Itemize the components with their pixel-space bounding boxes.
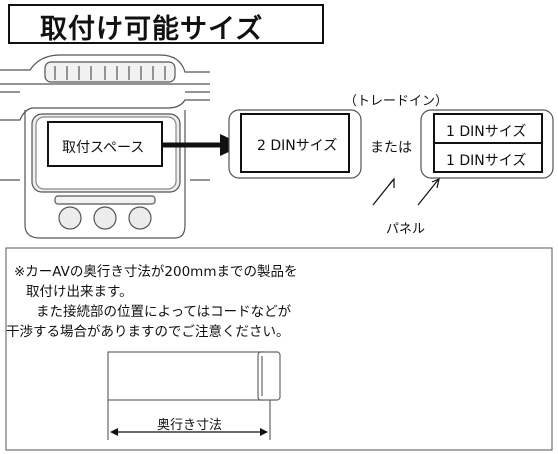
note-text: ※カーAVの奥行き寸法が200mmまでの製品を 取付け出来ます。 また接続部の位… [6,262,546,342]
or-label: または [370,140,412,156]
din1-label-bottom: 1 DINサイズ [446,153,527,169]
din2-box [240,113,350,173]
note-line-2: 取付け出来ます。 [26,284,133,300]
device-illustration [107,351,281,440]
trade-in-label: （トレードイン） [344,94,449,109]
depth-label: 奥行き寸法 [157,418,223,433]
din2-label: 2 DINサイズ [257,138,338,154]
arrow-left-icon [110,428,118,436]
title-box: 取付け可能サイズ [8,4,324,45]
panel-label: パネル [386,222,426,237]
note-box [5,247,553,451]
panel-pointer-right [417,179,439,206]
note-line-4: 干渉する場合がありますのでご注意ください。 [6,324,290,340]
arrow-right-icon [260,428,268,436]
note-line-3: また接続部の位置によってはコードなどが [36,304,292,320]
mount-space-label: 取付スペース [62,140,145,156]
note-line-1: ※カーAVの奥行き寸法が200mmまでの製品を [14,264,298,280]
mount-space-box [47,121,163,167]
page-title: 取付け可能サイズ [40,14,264,45]
din1-label-top: 1 DINサイズ [446,124,527,140]
